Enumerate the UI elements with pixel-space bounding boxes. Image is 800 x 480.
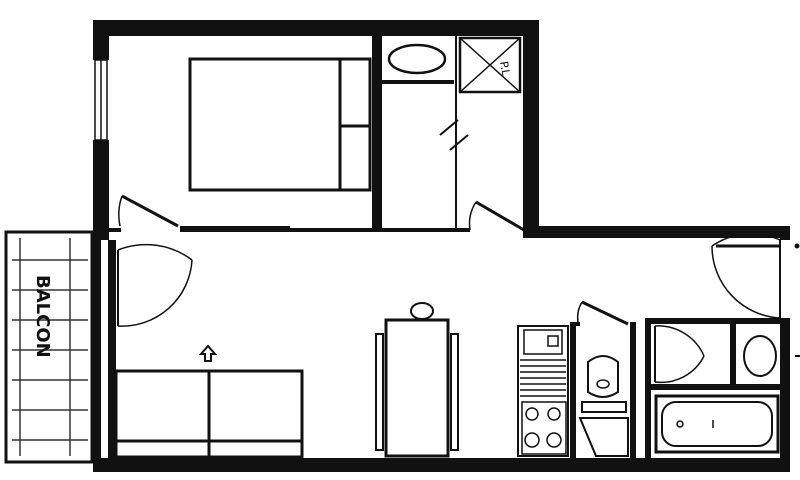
dining-table [375, 302, 459, 458]
bathroom-washbasin [743, 335, 777, 377]
wc-door [576, 300, 629, 326]
exterior-walls [93, 20, 790, 472]
balcony: BALCON [4, 230, 94, 464]
balcony-label: BALCON [32, 275, 53, 358]
storage-closet: P.L [458, 36, 522, 94]
closet-door [468, 200, 525, 232]
toilet [581, 355, 627, 413]
entrance-door [711, 233, 800, 357]
bathroom-door [654, 325, 705, 384]
bathtub [654, 394, 780, 454]
bedroom-window [94, 59, 108, 141]
interior-walls [109, 36, 785, 458]
living-door-left [117, 243, 193, 327]
double-bed [188, 57, 372, 192]
wc-cabinet [578, 417, 629, 457]
washbasin-upper [387, 43, 447, 75]
closet-rail-mark [439, 119, 469, 151]
kitchenette [517, 325, 569, 457]
bedroom-door [118, 194, 179, 228]
storage-label: P.L [497, 60, 512, 77]
sofa-bed [114, 369, 304, 459]
arrow-up-icon [198, 344, 218, 362]
